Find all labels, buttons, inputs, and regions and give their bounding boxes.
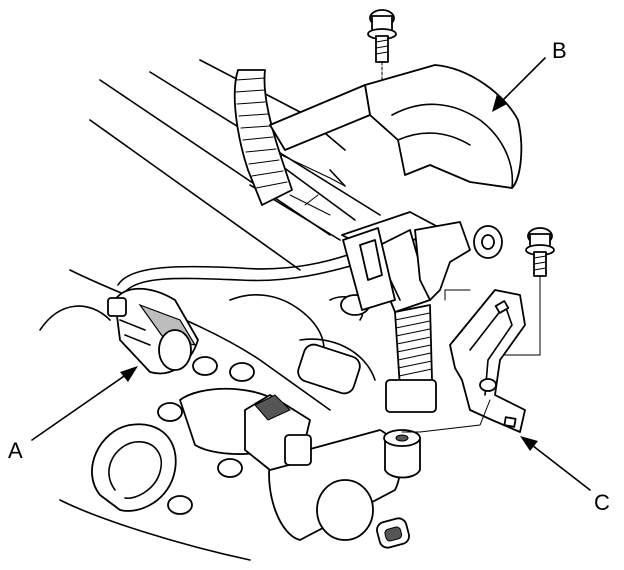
leader-a	[31, 366, 138, 441]
collar	[383, 399, 491, 479]
leader-b	[492, 57, 546, 112]
bolt-right	[499, 227, 555, 356]
bracket-c	[444, 289, 526, 433]
harness-cover-b	[269, 64, 523, 313]
engine-frame	[39, 59, 410, 561]
label-b: B	[552, 38, 567, 63]
harness-clip	[342, 221, 503, 311]
injector-connector	[244, 394, 312, 471]
connector-a	[107, 287, 199, 375]
leader-c	[520, 436, 591, 491]
corrugated-hose	[385, 304, 437, 413]
label-a: A	[8, 438, 23, 463]
label-c: C	[594, 490, 610, 515]
harness-hose	[233, 69, 293, 206]
bolt-top	[367, 9, 397, 81]
sensor-wire	[117, 249, 366, 293]
